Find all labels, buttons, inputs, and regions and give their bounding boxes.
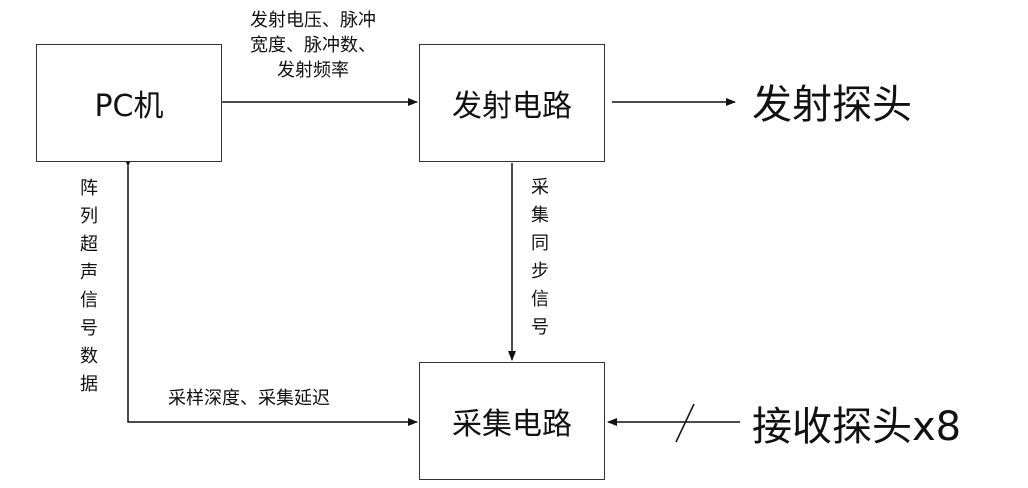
transmit-params-line: 宽度、脉冲数、	[250, 35, 376, 56]
receive-probe-label: 接收探头x8	[752, 404, 962, 450]
transmit-params-line: 发射电压、脉冲	[250, 10, 376, 31]
sync-signal-label: 采集同步信号	[531, 177, 549, 338]
acquisition-circuit-label: 采集电路	[452, 407, 572, 442]
bus-slash-mark	[675, 403, 695, 443]
pc-label: PC机	[94, 89, 164, 124]
pc-node: PC机	[36, 44, 222, 162]
acquisition-params-label: 采样深度、采集延迟	[168, 388, 330, 409]
transmit-circuit-node: 发射电路	[419, 44, 605, 162]
pc-acquisition-connector	[124, 157, 418, 426]
transmit-probe-label: 发射探头	[752, 82, 912, 128]
array-signal-data-label: 阵列超声信号数据	[80, 178, 98, 395]
acquisition-circuit-node: 采集电路	[419, 362, 605, 480]
transmit-circuit-label: 发射电路	[452, 89, 572, 124]
transmit-params-line: 发射频率	[277, 60, 349, 81]
transmit-params-label: 发射电压、脉冲 宽度、脉冲数、 发射频率	[233, 8, 393, 83]
